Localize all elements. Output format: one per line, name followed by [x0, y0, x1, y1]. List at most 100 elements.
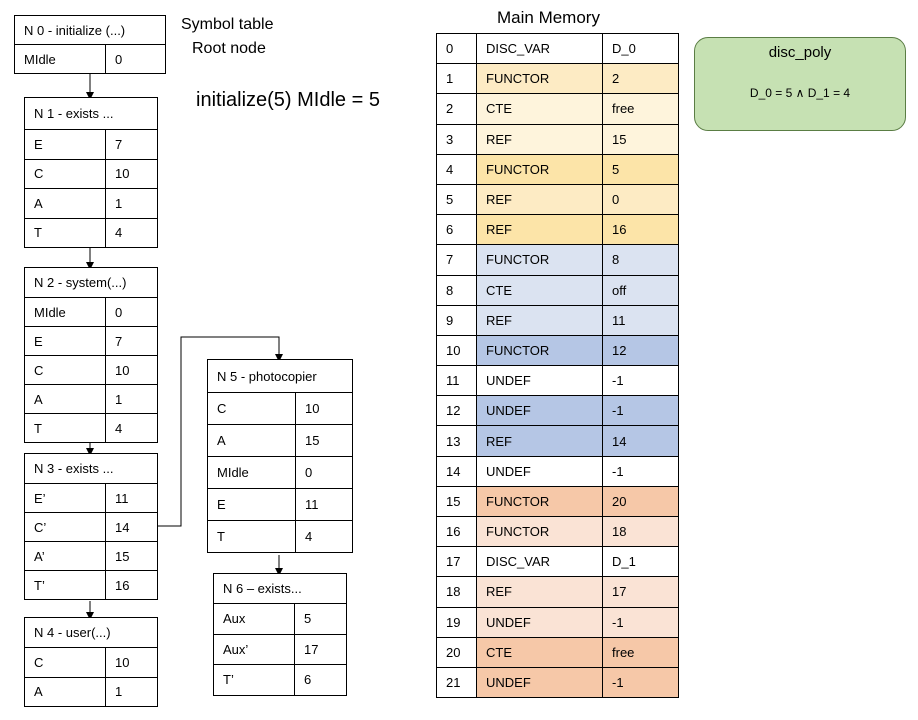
- node-title: N 3 - exists ...: [24, 453, 158, 484]
- memory-addr: 2: [436, 93, 477, 125]
- node-row: Aux’17: [213, 633, 347, 665]
- memory-val: 16: [602, 214, 679, 246]
- node-key: E: [24, 129, 106, 160]
- node-key: C: [24, 647, 106, 678]
- node-value: 15: [105, 541, 158, 571]
- memory-tag: DISC_VAR: [476, 546, 603, 578]
- memory-tag: UNDEF: [476, 606, 603, 638]
- node-value: 0: [295, 456, 353, 489]
- node-value: 4: [295, 520, 353, 553]
- node-value: 0: [105, 297, 158, 327]
- node-title: N 4 - user(...): [24, 617, 158, 648]
- node-key: C: [24, 158, 106, 189]
- node-value: 5: [294, 603, 347, 635]
- node-value: 14: [105, 512, 158, 542]
- node-key: MIdle: [24, 297, 106, 327]
- memory-tag: REF: [476, 425, 603, 457]
- memory-addr: 12: [436, 395, 477, 427]
- memory-addr: 7: [436, 244, 477, 276]
- memory-tag: UNDEF: [476, 365, 603, 397]
- memory-val: 18: [602, 515, 679, 548]
- node-key: C: [207, 392, 296, 425]
- node-value: 11: [295, 488, 353, 521]
- memory-tag: FUNCTOR: [476, 153, 603, 185]
- node-value: 1: [105, 384, 158, 414]
- memory-addr: 11: [436, 365, 477, 397]
- memory-addr: 17: [436, 546, 477, 578]
- node-value: 1: [105, 676, 158, 707]
- memory-val: 15: [602, 123, 679, 155]
- node-title: N 0 - initialize (...): [14, 15, 166, 45]
- node-value: 10: [105, 647, 158, 678]
- memory-val: free: [602, 93, 679, 125]
- node-row: T’6: [213, 664, 347, 696]
- memory-tag: REF: [476, 183, 603, 216]
- memory-tag: REF: [476, 304, 603, 336]
- node-value: 11: [105, 483, 158, 513]
- node-key: A’: [24, 541, 106, 571]
- node-key: E’: [24, 483, 106, 513]
- memory-val: 8: [602, 244, 679, 276]
- disc-poly-box: disc_poly D_0 = 5 ∧ D_1 = 4: [694, 37, 906, 131]
- memory-val: -1: [602, 455, 679, 487]
- memory-tag: FUNCTOR: [476, 63, 603, 95]
- node-value: 10: [105, 158, 158, 189]
- node-key: MIdle: [14, 44, 106, 74]
- memory-val: off: [602, 274, 679, 306]
- node-row: A’15: [24, 541, 158, 571]
- memory-val: -1: [602, 666, 679, 699]
- memory-val: -1: [602, 395, 679, 427]
- memory-tag: FUNCTOR: [476, 244, 603, 276]
- node-key: T’: [213, 664, 295, 696]
- memory-addr: 13: [436, 425, 477, 457]
- node-value: 15: [295, 424, 353, 457]
- memory-addr: 8: [436, 274, 477, 306]
- memory-tag: FUNCTOR: [476, 515, 603, 548]
- arrow-n3-n5: [156, 336, 283, 527]
- node-key: E: [207, 488, 296, 521]
- equation-label: initialize(5) MIdle = 5: [196, 89, 380, 111]
- node-key: T: [24, 217, 106, 248]
- node-key: A: [24, 188, 106, 219]
- memory-val: 20: [602, 485, 679, 518]
- memory-val: 11: [602, 304, 679, 336]
- memory-val: -1: [602, 365, 679, 397]
- memory-val: 12: [602, 334, 679, 367]
- memory-tag: UNDEF: [476, 395, 603, 427]
- memory-addr: 20: [436, 636, 477, 668]
- memory-tag: CTE: [476, 274, 603, 306]
- memory-addr: 6: [436, 214, 477, 246]
- node-row: T’16: [24, 570, 158, 600]
- memory-tag: CTE: [476, 93, 603, 125]
- node-key: A: [24, 676, 106, 707]
- memory-addr: 21: [436, 666, 477, 699]
- memory-tag: UNDEF: [476, 455, 603, 487]
- memory-addr: 3: [436, 123, 477, 155]
- node-value: 16: [105, 570, 158, 600]
- node-key: T’: [24, 570, 106, 600]
- memory-tag: DISC_VAR: [476, 32, 603, 65]
- memory-addr: 18: [436, 576, 477, 608]
